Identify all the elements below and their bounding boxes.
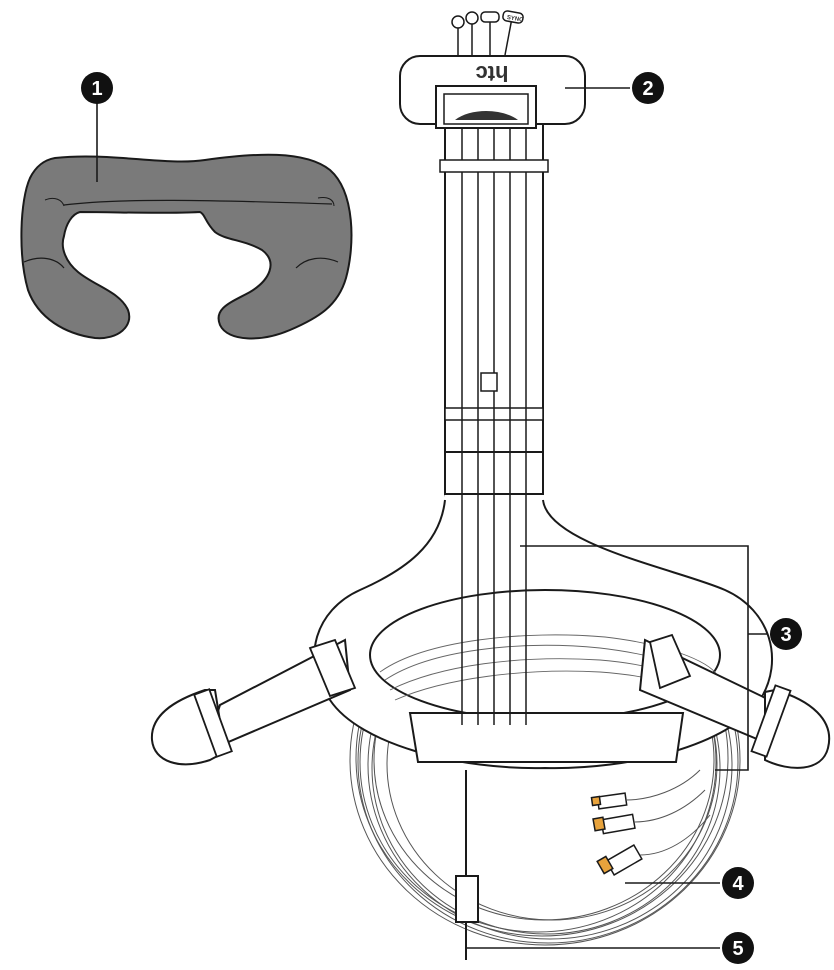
htc-logo: htc [476,61,509,86]
right-side-strap [638,633,831,769]
top-connectors [451,10,524,56]
callout-5: 5 [722,932,754,964]
callout-1: 1 [81,72,113,104]
callout-3: 3 [770,618,802,650]
strap-cables [461,112,527,725]
cushion-inner-edge [63,199,333,206]
callout-2: 2 [632,72,664,104]
head-strap [150,111,831,770]
left-side-strap [150,638,357,766]
face-cushion [20,153,353,340]
top-module: SYNC htc [399,10,586,129]
svg-text:3: 3 [780,624,791,646]
callout-4: 4 [722,867,754,899]
single-plug [455,875,479,923]
sync-label: SYNC [506,15,524,24]
svg-text:2: 2 [642,78,653,100]
svg-text:4: 4 [732,873,744,895]
cable-clip [480,372,498,392]
cable-plugs [455,769,711,960]
leader-lines [96,87,768,949]
leader-3 [520,545,749,771]
svg-text:1: 1 [91,78,102,100]
back-pad [408,712,685,763]
svg-text:5: 5 [732,938,743,960]
